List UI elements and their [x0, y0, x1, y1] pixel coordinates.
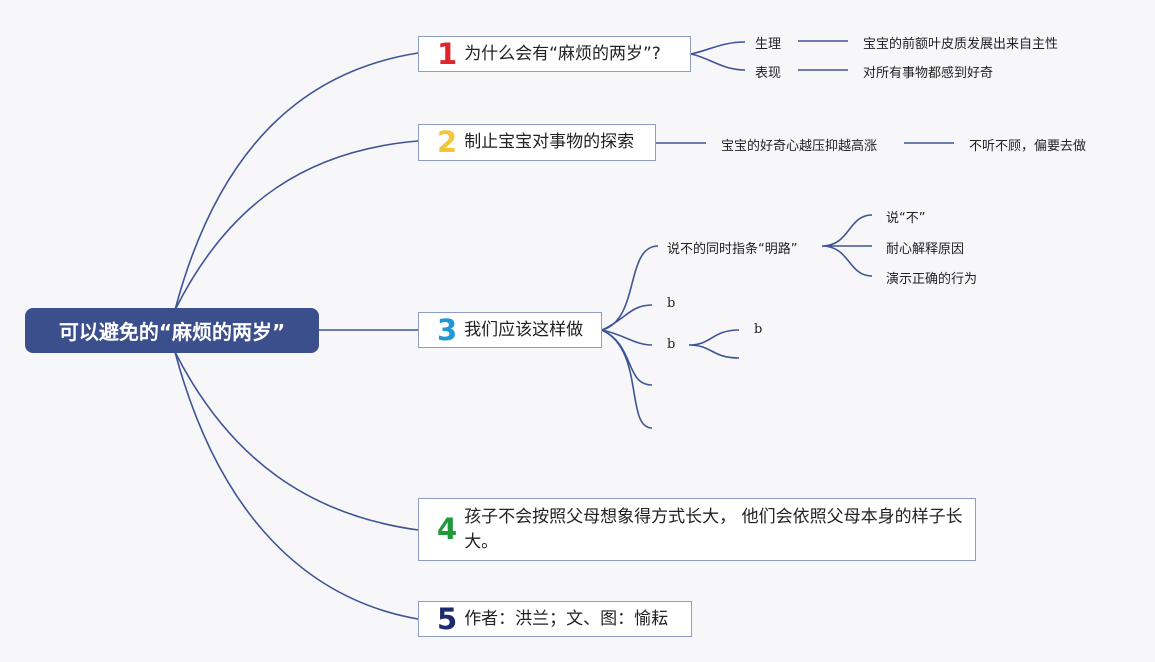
b3-sub1-child-3[interactable]: 演示正确的行为: [886, 272, 978, 287]
connector-b3-sub5: [601, 329, 653, 429]
branch-3[interactable]: 3 我们应该这样做: [418, 312, 602, 348]
branch-3-label: 我们应该这样做: [464, 319, 584, 340]
connector-root-branch1: [174, 52, 419, 311]
branch-1[interactable]: 1 为什么会有“麻烦的两岁”?: [418, 36, 691, 72]
branch-4[interactable]: 4 孩子不会按照父母想象得方式长大， 他们会依照父母本身的样子长大。: [418, 498, 976, 561]
branch-1-number: 1: [437, 36, 458, 71]
b1-behavior-detail[interactable]: 对所有事物都感到好奇: [863, 66, 994, 81]
b3-sub3-child[interactable]: b: [754, 322, 763, 337]
b3-sub1-child-1[interactable]: 说“不”: [886, 211, 926, 226]
b1-physiology-detail[interactable]: 宝宝的前额叶皮质发展出来自主性: [863, 37, 1059, 52]
b3-sub1[interactable]: 说不的同时指条“明路”: [667, 242, 798, 257]
connector-b1-behavior: [690, 53, 746, 71]
branch-5-number: 5: [437, 601, 458, 636]
connector-b3-sub2: [601, 304, 653, 331]
connector-b3-sub1-children: [821, 214, 873, 277]
branch-2[interactable]: 2 制止宝宝对事物的探索: [418, 124, 656, 161]
connector-b1-physiology: [690, 41, 746, 55]
connector-root-branch4: [174, 351, 419, 531]
connector-b3-sub1: [601, 245, 659, 331]
b2-sub-detail[interactable]: 不听不顾，偏要去做: [969, 139, 1087, 154]
branch-5[interactable]: 5 作者：洪兰；文、图：愉耘: [418, 601, 692, 637]
root-topic[interactable]: 可以避免的“麻烦的两岁”: [25, 308, 319, 353]
b2-sub[interactable]: 宝宝的好奇心越压抑越高涨: [721, 139, 878, 154]
b3-sub1-child-2[interactable]: 耐心解释原因: [886, 242, 965, 257]
b3-sub2[interactable]: b: [667, 296, 676, 311]
root-title: 可以避免的“麻烦的两岁”: [58, 320, 286, 344]
connector-root-branch2: [174, 140, 419, 311]
connector-root-branch5: [174, 351, 419, 620]
branch-1-label: 为什么会有“麻烦的两岁”?: [464, 43, 661, 64]
branch-2-label: 制止宝宝对事物的探索: [464, 132, 635, 153]
b1-physiology[interactable]: 生理: [755, 37, 782, 52]
b3-sub3[interactable]: b: [667, 337, 676, 352]
b1-behavior[interactable]: 表现: [755, 66, 782, 81]
branch-5-label: 作者：洪兰；文、图：愉耘: [464, 608, 669, 629]
branch-4-label: 孩子不会按照父母想象得方式长大， 他们会依照父母本身的样子长大。: [464, 506, 963, 552]
branch-2-number: 2: [437, 125, 458, 159]
branch-3-number: 3: [437, 312, 458, 347]
branch-4-number: 4: [437, 512, 458, 546]
connector-b3-sub3: [601, 329, 653, 346]
connector-b3-sub3-children: [688, 329, 740, 359]
